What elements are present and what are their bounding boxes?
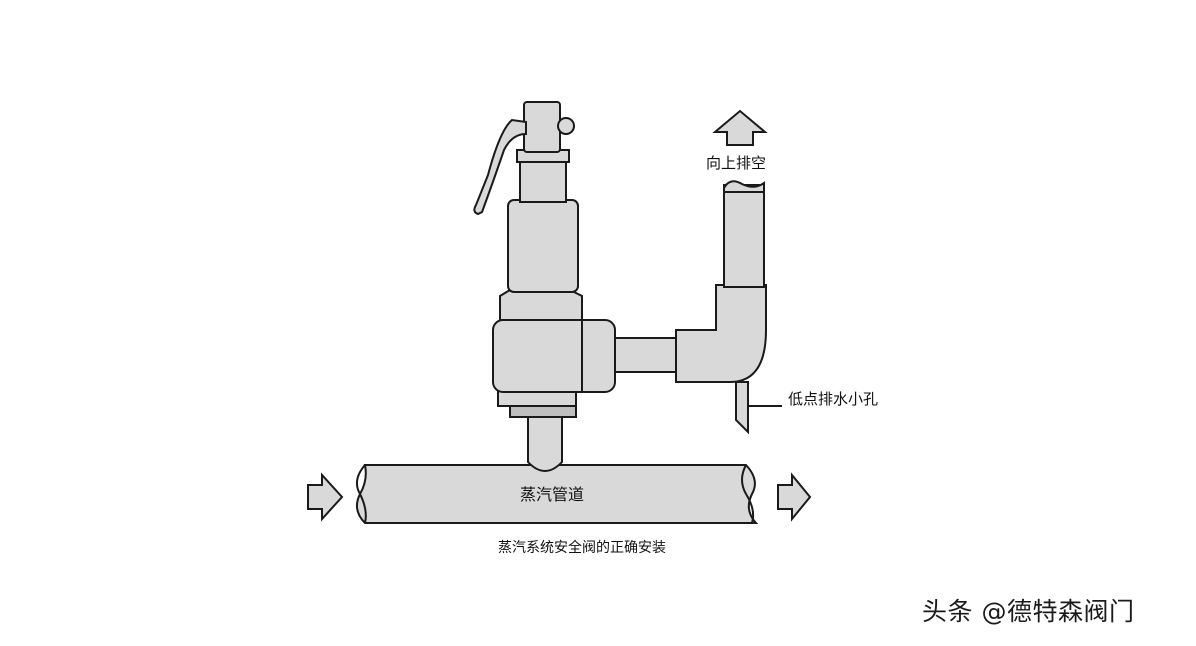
flow-in-arrow: [307, 472, 344, 522]
vent-up-label: 向上排空: [706, 154, 766, 172]
drain-hole-label: 低点排水小孔: [788, 390, 878, 408]
pipe-label: 蒸汽管道: [520, 485, 584, 504]
valve-inlet-nozzle: [527, 414, 563, 472]
vent-up-arrow: [712, 109, 768, 146]
valve-bonnet: [499, 289, 583, 321]
outlet-pipe: [614, 337, 678, 373]
valve-neck: [519, 159, 567, 203]
steam-pipe: [355, 464, 759, 524]
valve-spring-housing: [507, 199, 579, 293]
flow-out-arrow: [777, 472, 812, 522]
source-watermark: 头条 @德特森阀门: [922, 597, 1135, 626]
drain-pipe: [735, 381, 749, 435]
lifting-lever: [473, 118, 527, 216]
cap-pin: [557, 117, 575, 135]
vent-pipe: [723, 184, 765, 288]
valve-top-cap: [523, 101, 561, 153]
valve-body: [492, 319, 616, 393]
diagram-caption: 蒸汽系统安全阀的正确安装: [498, 539, 666, 556]
discharge-elbow: [675, 284, 767, 383]
